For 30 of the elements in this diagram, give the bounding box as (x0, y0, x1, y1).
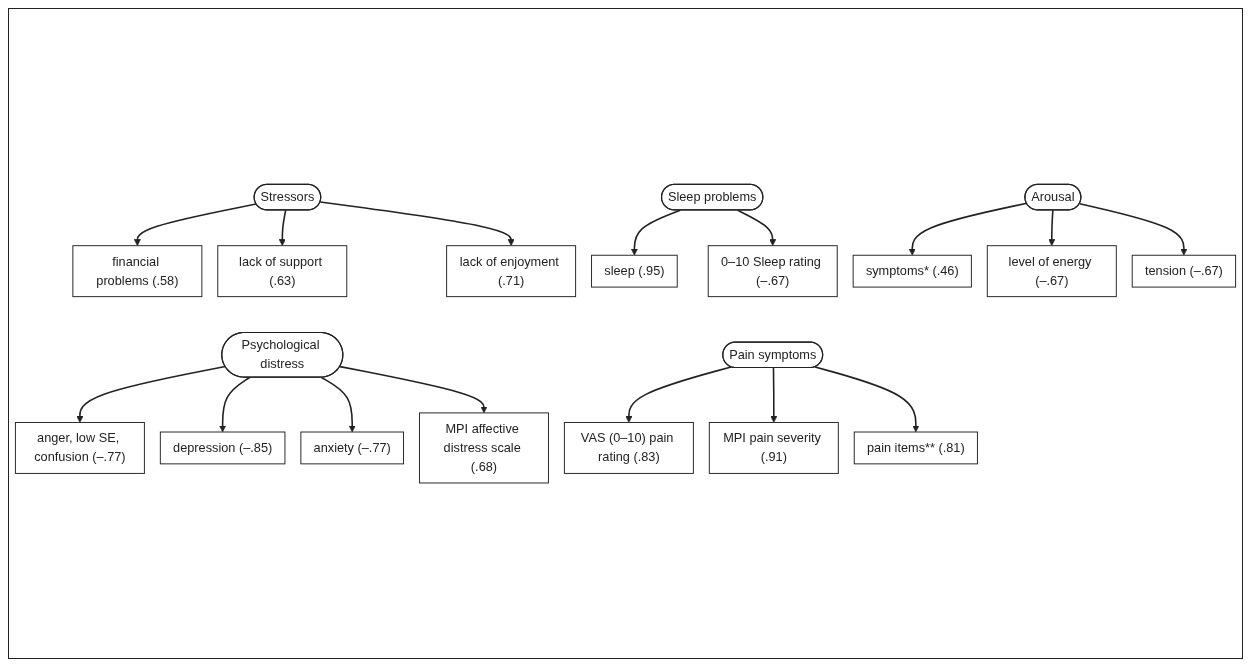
arrow (814, 366, 920, 433)
arrow (1078, 202, 1188, 256)
node-box: VAS (0–10) pain rating (.83) (563, 421, 694, 474)
node-box: financial problems (.58) (72, 245, 203, 297)
node-box: lack of support (.63) (217, 245, 348, 297)
node-box: symptoms* (.46) (852, 254, 972, 288)
node-box: tension (–.67) (1131, 254, 1237, 288)
node-box: depression (–.85) (159, 431, 286, 465)
arrow (630, 209, 682, 256)
node-box: sleep (.95) (591, 254, 678, 288)
arrow (133, 203, 258, 246)
arrow (625, 365, 732, 423)
arrow (319, 201, 515, 246)
node-box: MPI affective distress scale (.68) (419, 412, 549, 484)
arrow (908, 202, 1028, 256)
arrow (219, 376, 251, 433)
node-box: lack of enjoyment (.71) (446, 245, 577, 297)
arrow (1048, 209, 1056, 246)
node-box: 0–10 Sleep rating (–.67) (707, 245, 838, 297)
arrow (736, 209, 777, 246)
arrow (770, 366, 778, 423)
node-box: anxiety (–.77) (300, 431, 405, 465)
node-box: MPI pain severity (.91) (708, 421, 839, 474)
arrow (320, 376, 356, 433)
arrow (76, 365, 227, 423)
node-box: pain items** (.81) (853, 431, 978, 465)
node-box: anger, low SE, confusion (–.77) (14, 421, 145, 474)
arrow (339, 365, 488, 414)
arrow (278, 209, 287, 246)
node-box: level of energy (–.67) (986, 245, 1117, 297)
